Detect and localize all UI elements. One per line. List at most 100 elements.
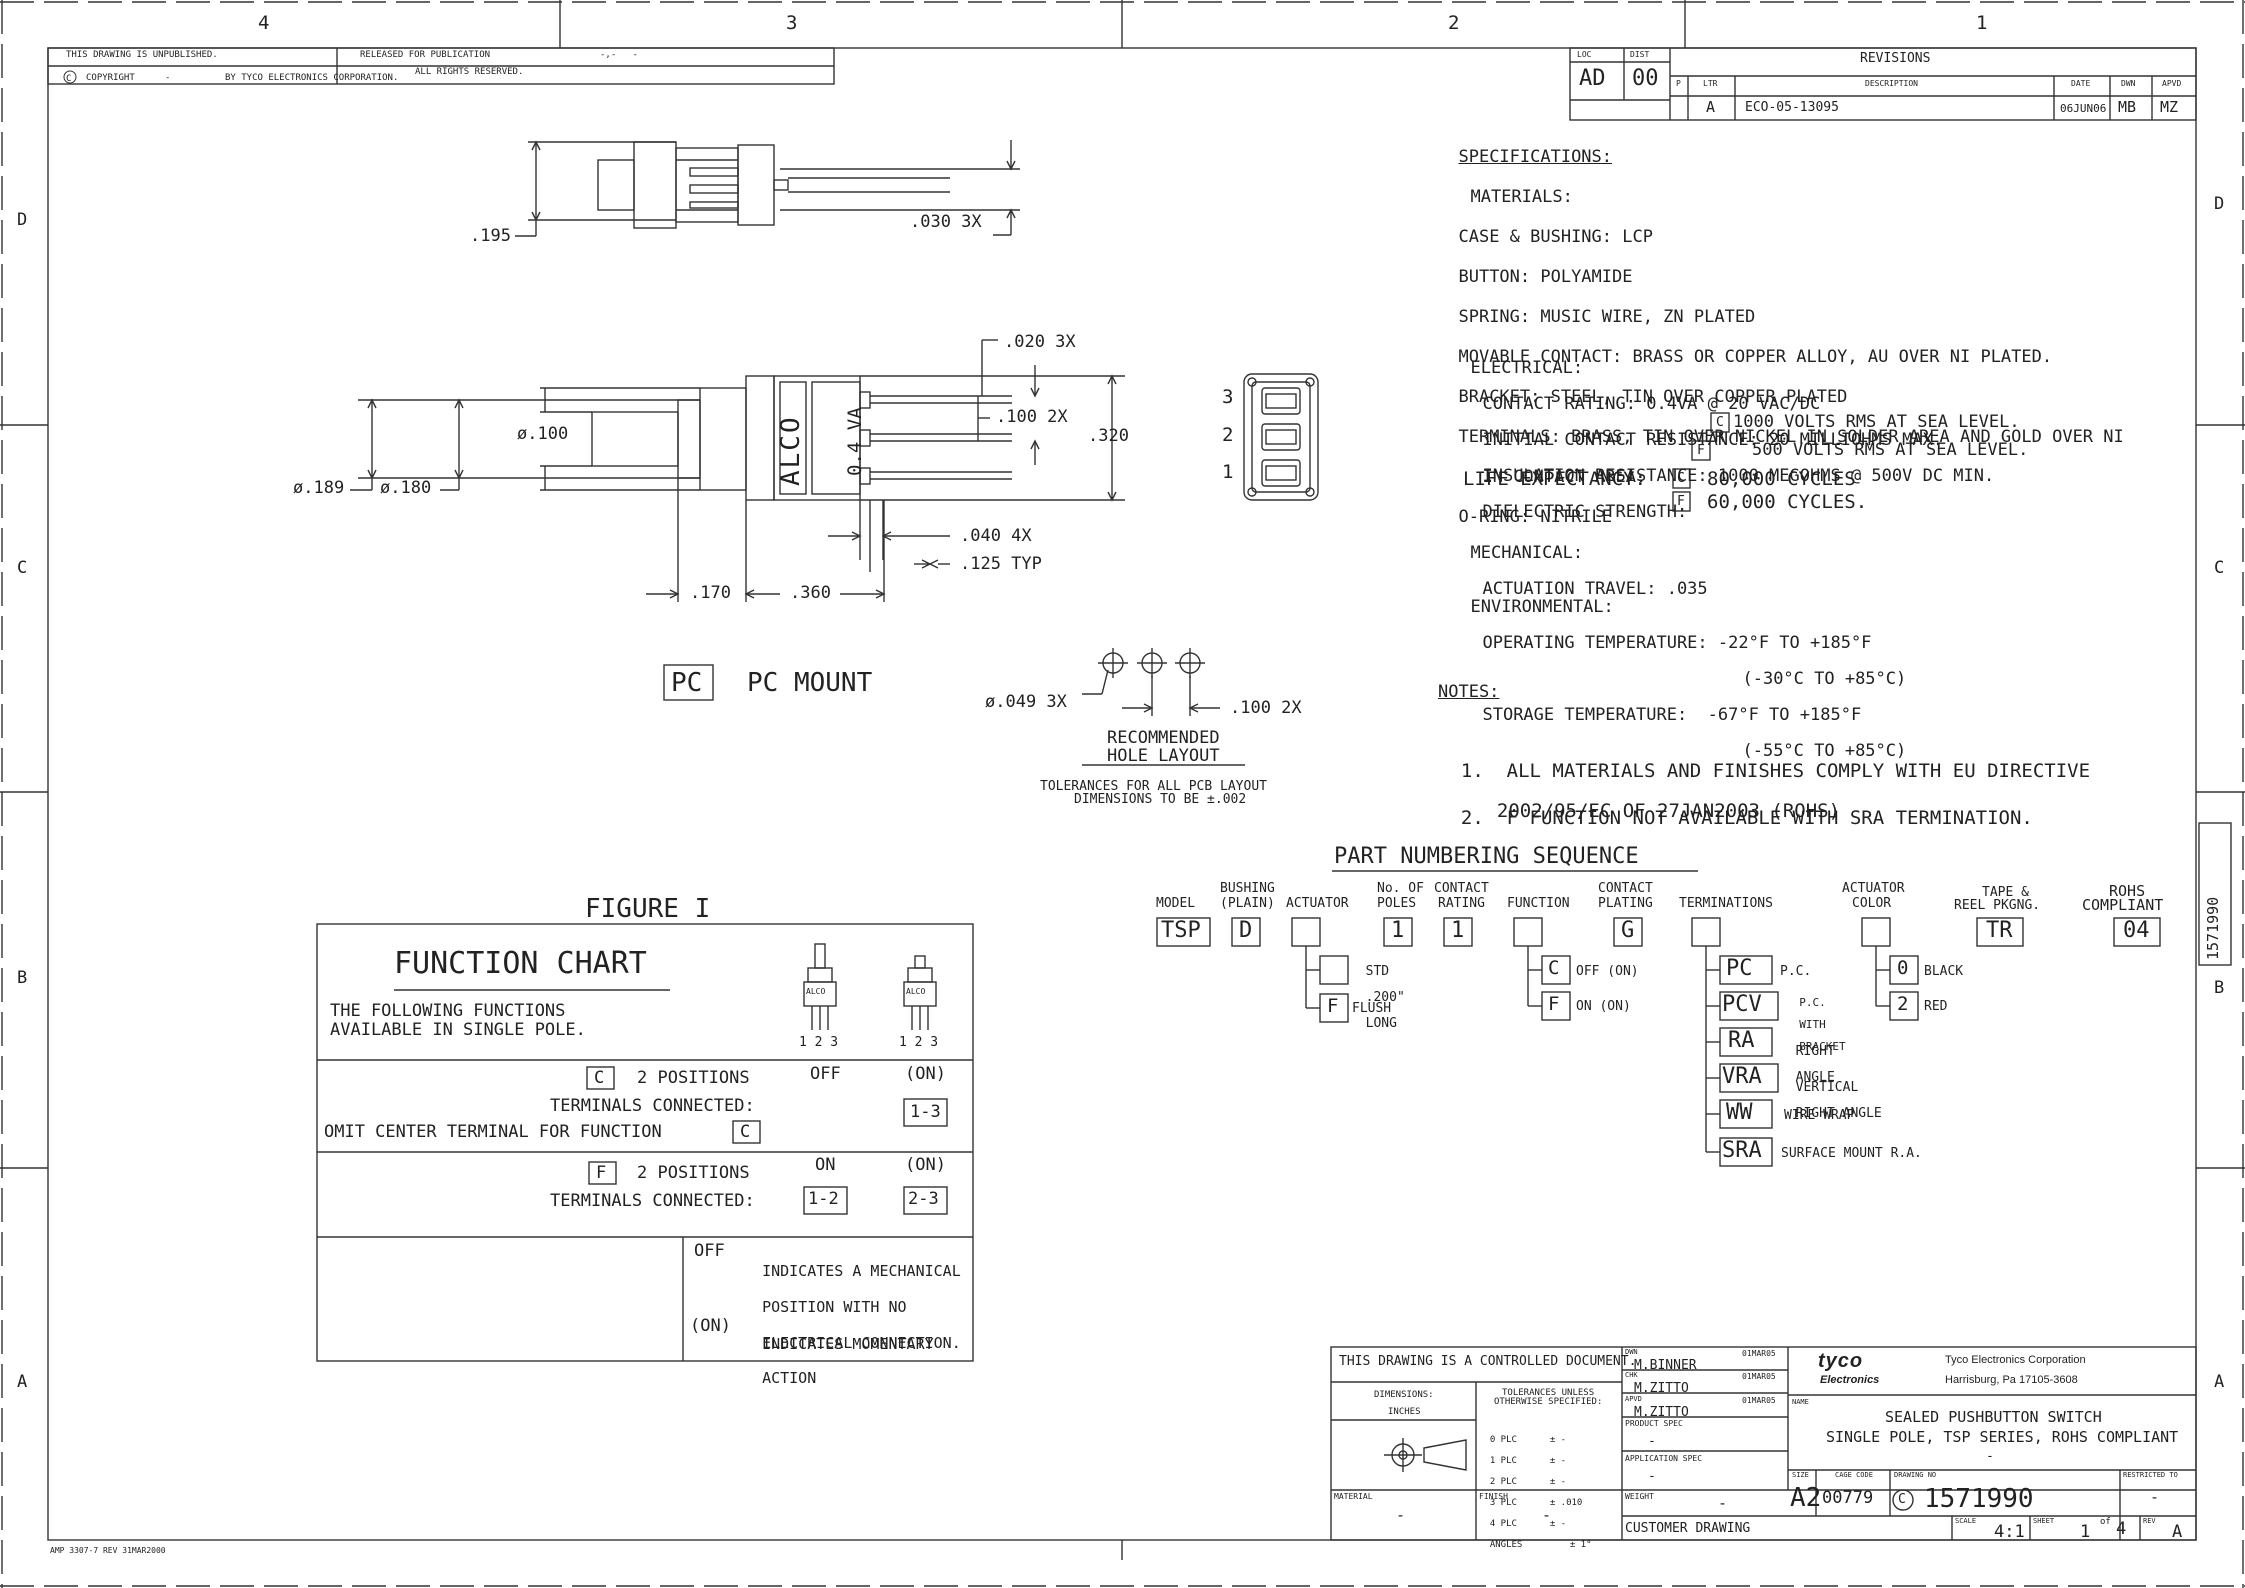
note-2: 2. F FUNCTION NOT AVAILABLE WITH SRA TER… xyxy=(1460,807,2033,829)
row-label-b: B xyxy=(17,968,28,988)
body-brand: ALCO xyxy=(776,415,806,486)
tol-heading-2: OTHERWISE SPECIFIED: xyxy=(1494,1397,1603,1407)
row-label-a-right: A xyxy=(2214,1372,2225,1392)
pn-tape: TR xyxy=(1986,918,2013,943)
dim-d180: ø.180 xyxy=(380,478,432,498)
life-f: 60,000 CYCLES. xyxy=(1707,491,1868,513)
pn-rohs: 04 xyxy=(2123,918,2150,943)
dwg-prefix: C xyxy=(1898,1492,1906,1507)
pin-1: 1 xyxy=(1222,461,1234,483)
rights-text: ALL RIGHTS RESERVED. xyxy=(415,67,524,77)
material-label: MATERIAL xyxy=(1334,1492,1373,1501)
title-block xyxy=(1330,1346,2197,1541)
c-terminals-label: TERMINALS CONNECTED: xyxy=(550,1096,755,1116)
weight-value: - xyxy=(1718,1494,1728,1512)
front-view-drawing xyxy=(350,339,1125,602)
dim-170: .170 xyxy=(690,583,731,603)
pin-3: 3 xyxy=(1222,386,1234,408)
figure-label: FIGURE I xyxy=(585,894,711,924)
electronics-logo: Electronics xyxy=(1820,1374,1880,1386)
drawing-name-3: - xyxy=(1986,1449,1994,1464)
f-state-on: ON xyxy=(815,1155,836,1175)
switch-icon-label-1: ALCO xyxy=(806,987,826,996)
released-text: RELEASED FOR PUBLICATION xyxy=(360,50,491,60)
part-numbering-title: PART NUMBERING SEQUENCE xyxy=(1334,844,1639,869)
term-code-ra: RA xyxy=(1728,1028,1755,1053)
function-opt-code-c: C xyxy=(1548,957,1560,979)
rev-col-dwn: DWN xyxy=(2121,79,2136,88)
chk-name: M.ZITTO xyxy=(1634,1381,1689,1396)
switch-pins-1: 1 2 3 xyxy=(799,1035,839,1050)
apvd-name: M.ZITTO xyxy=(1634,1405,1689,1420)
legend-off-text: INDICATES A MECHANICAL POSITION WITH NO … xyxy=(762,1262,961,1352)
svg-text:C: C xyxy=(66,74,71,84)
pn-model: TSP xyxy=(1161,918,1201,943)
specs-heading: SPECIFICATIONS: xyxy=(1458,147,1613,167)
application-spec: - xyxy=(1648,1469,1656,1484)
rev-date: 06JUN06 xyxy=(2060,102,2107,115)
rev-ltr: A xyxy=(1706,98,1716,116)
tol-plc-list: 0 PLC 1 PLC 2 PLC 3 PLC 4 PLC ANGLES xyxy=(1489,1434,1523,1550)
dielectric-c: 1000 VOLTS RMS AT SEA LEVEL. xyxy=(1733,412,2020,432)
body-rating: 0.4 VA xyxy=(844,407,866,476)
customer-drawing: CUSTOMER DRAWING xyxy=(1625,1521,1751,1536)
company-name: Tyco Electronics Corporation xyxy=(1945,1354,2086,1366)
tol-heading-1: TOLERANCES UNLESS xyxy=(1502,1388,1595,1398)
sheet-value: 1 xyxy=(2080,1522,2091,1542)
hole-title-2: HOLE LAYOUT xyxy=(1107,746,1220,766)
life-c: 80,000 CYCLES xyxy=(1707,468,1856,490)
environmental-block: ENVIRONMENTAL: OPERATING TEMPERATURE: -2… xyxy=(1470,597,1907,761)
dwn-name: M.BINNER xyxy=(1634,1358,1697,1373)
rev-col-ltr: LTR xyxy=(1703,79,1718,88)
pin-end-view xyxy=(1243,373,1319,501)
copyright-text: COPYRIGHT xyxy=(86,73,135,83)
dist-value: 00 xyxy=(1632,66,1659,91)
color-code-2: 2 xyxy=(1897,993,1909,1015)
dim-020: .020 3X xyxy=(1004,332,1076,352)
row-label-d: D xyxy=(17,210,28,230)
switch-icon-label-2: ALCO xyxy=(906,987,926,996)
life-expectancy-label: LIFE EXPECTANCY: xyxy=(1463,468,1647,490)
pn-rating: 1 xyxy=(1451,918,1465,943)
actuator-opt-std: STD .200" LONG xyxy=(1365,964,1405,1031)
side-view-drawing xyxy=(515,140,1020,237)
term-code-pcv: PCV xyxy=(1722,992,1762,1017)
loc-value: AD xyxy=(1579,66,1606,91)
copyright-dash: - xyxy=(165,73,171,83)
size-value: A2 xyxy=(1790,1483,1822,1513)
term-pc: P.C. xyxy=(1780,964,1812,979)
tol-val-list: ± - ± - ± - ± .010 ± - ± 1° xyxy=(1549,1434,1592,1550)
dim-d189: ø.189 xyxy=(293,478,345,498)
side-drawing-number: 1571990 xyxy=(2204,896,2222,960)
rev-value: A xyxy=(2172,1522,2183,1542)
part-numbering-diagram xyxy=(1156,870,2161,1167)
pc-code: PC xyxy=(671,668,703,698)
term-ww: WIRE WRAP xyxy=(1784,1108,1855,1123)
dim-100-hole: .100 2X xyxy=(1230,698,1302,718)
loc-label: LOC xyxy=(1577,50,1592,59)
mechanical-block: MECHANICAL: ACTUATION TRAVEL: .035 xyxy=(1470,543,1708,599)
function-opt-c: OFF (ON) xyxy=(1576,964,1639,979)
function-opt-f: ON (ON) xyxy=(1576,999,1631,1014)
legend-on-key: (ON) xyxy=(690,1316,731,1336)
c-connected: 1-3 xyxy=(910,1102,941,1122)
row-label-c-right: C xyxy=(2214,558,2225,578)
c-state-off: OFF xyxy=(810,1064,841,1084)
finish-value: - xyxy=(1542,1506,1552,1524)
finish-label: FINISH xyxy=(1479,1492,1508,1501)
dist-label: DIST xyxy=(1630,50,1650,59)
dim-100-2x: .100 2X xyxy=(996,407,1068,427)
f-connected-1: 1-2 xyxy=(808,1189,839,1209)
rev-dwn: MB xyxy=(2118,98,2137,116)
term-sra: SURFACE MOUNT R.A. xyxy=(1781,1146,1922,1161)
drawing-name-1: SEALED PUSHBUTTON SWITCH xyxy=(1885,1408,2102,1426)
pc-mount-box xyxy=(663,664,714,701)
scale-value: 4:1 xyxy=(1994,1522,2025,1542)
dimensions-unit: INCHES xyxy=(1388,1407,1421,1417)
hole-layout-drawing xyxy=(1082,648,1245,766)
dim-d100: ø.100 xyxy=(517,424,569,444)
dim-049: ø.049 3X xyxy=(985,692,1067,712)
drawing-number: 1571990 xyxy=(1924,1484,2034,1514)
c-positions: 2 POSITIONS xyxy=(637,1068,750,1088)
function-chart-title: FUNCTION CHART xyxy=(394,946,647,981)
